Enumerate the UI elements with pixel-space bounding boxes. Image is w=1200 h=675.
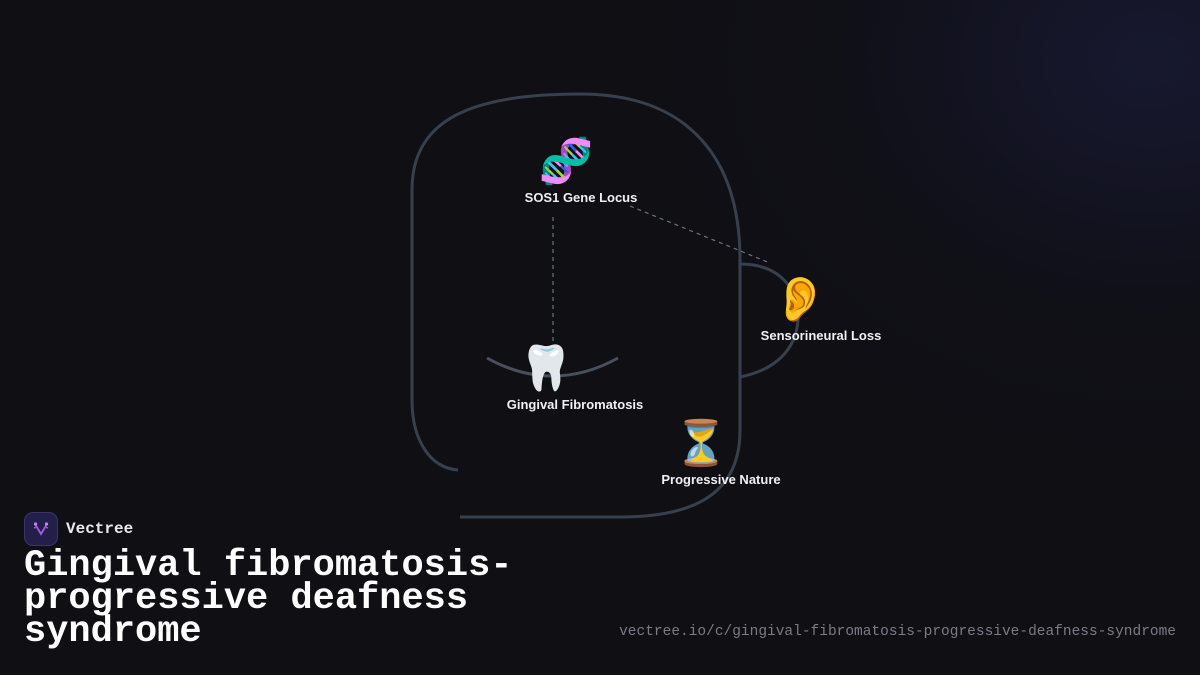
node-label: SOS1 Gene Locus (524, 190, 638, 205)
node-sos1-gene-locus[interactable]: 🧬 SOS1 Gene Locus (495, 137, 638, 206)
tooth-icon: 🦷 (518, 344, 574, 393)
outline-shape (410, 92, 742, 519)
node-label: Sensorineural Loss (760, 328, 882, 343)
dna-icon: 🧬 (538, 137, 594, 186)
ear-outline (739, 262, 800, 379)
page-url[interactable]: vectree.io/c/gingival-fibromatosis-progr… (619, 624, 1176, 640)
node-label: Gingival Fibromatosis (506, 397, 644, 412)
hourglass-icon: ⏳ (673, 419, 729, 468)
brand: Vectree (24, 512, 133, 546)
brand-name: Vectree (66, 520, 134, 538)
ear-icon: 👂 (772, 275, 828, 324)
node-progressive-nature[interactable]: ⏳ Progressive Nature (661, 420, 781, 488)
edge-sos1-sensorineural (629, 205, 771, 264)
gum-curve (486, 356, 619, 378)
vectree-logo-icon (24, 512, 58, 546)
node-sensorineural-loss[interactable]: 👂 Sensorineural Loss (760, 276, 882, 344)
node-label: Progressive Nature (661, 472, 781, 487)
node-gingival-fibromatosis[interactable]: 🦷 Gingival Fibromatosis (506, 345, 644, 413)
page-title: Gingival fibromatosis-progressive deafne… (24, 545, 513, 653)
